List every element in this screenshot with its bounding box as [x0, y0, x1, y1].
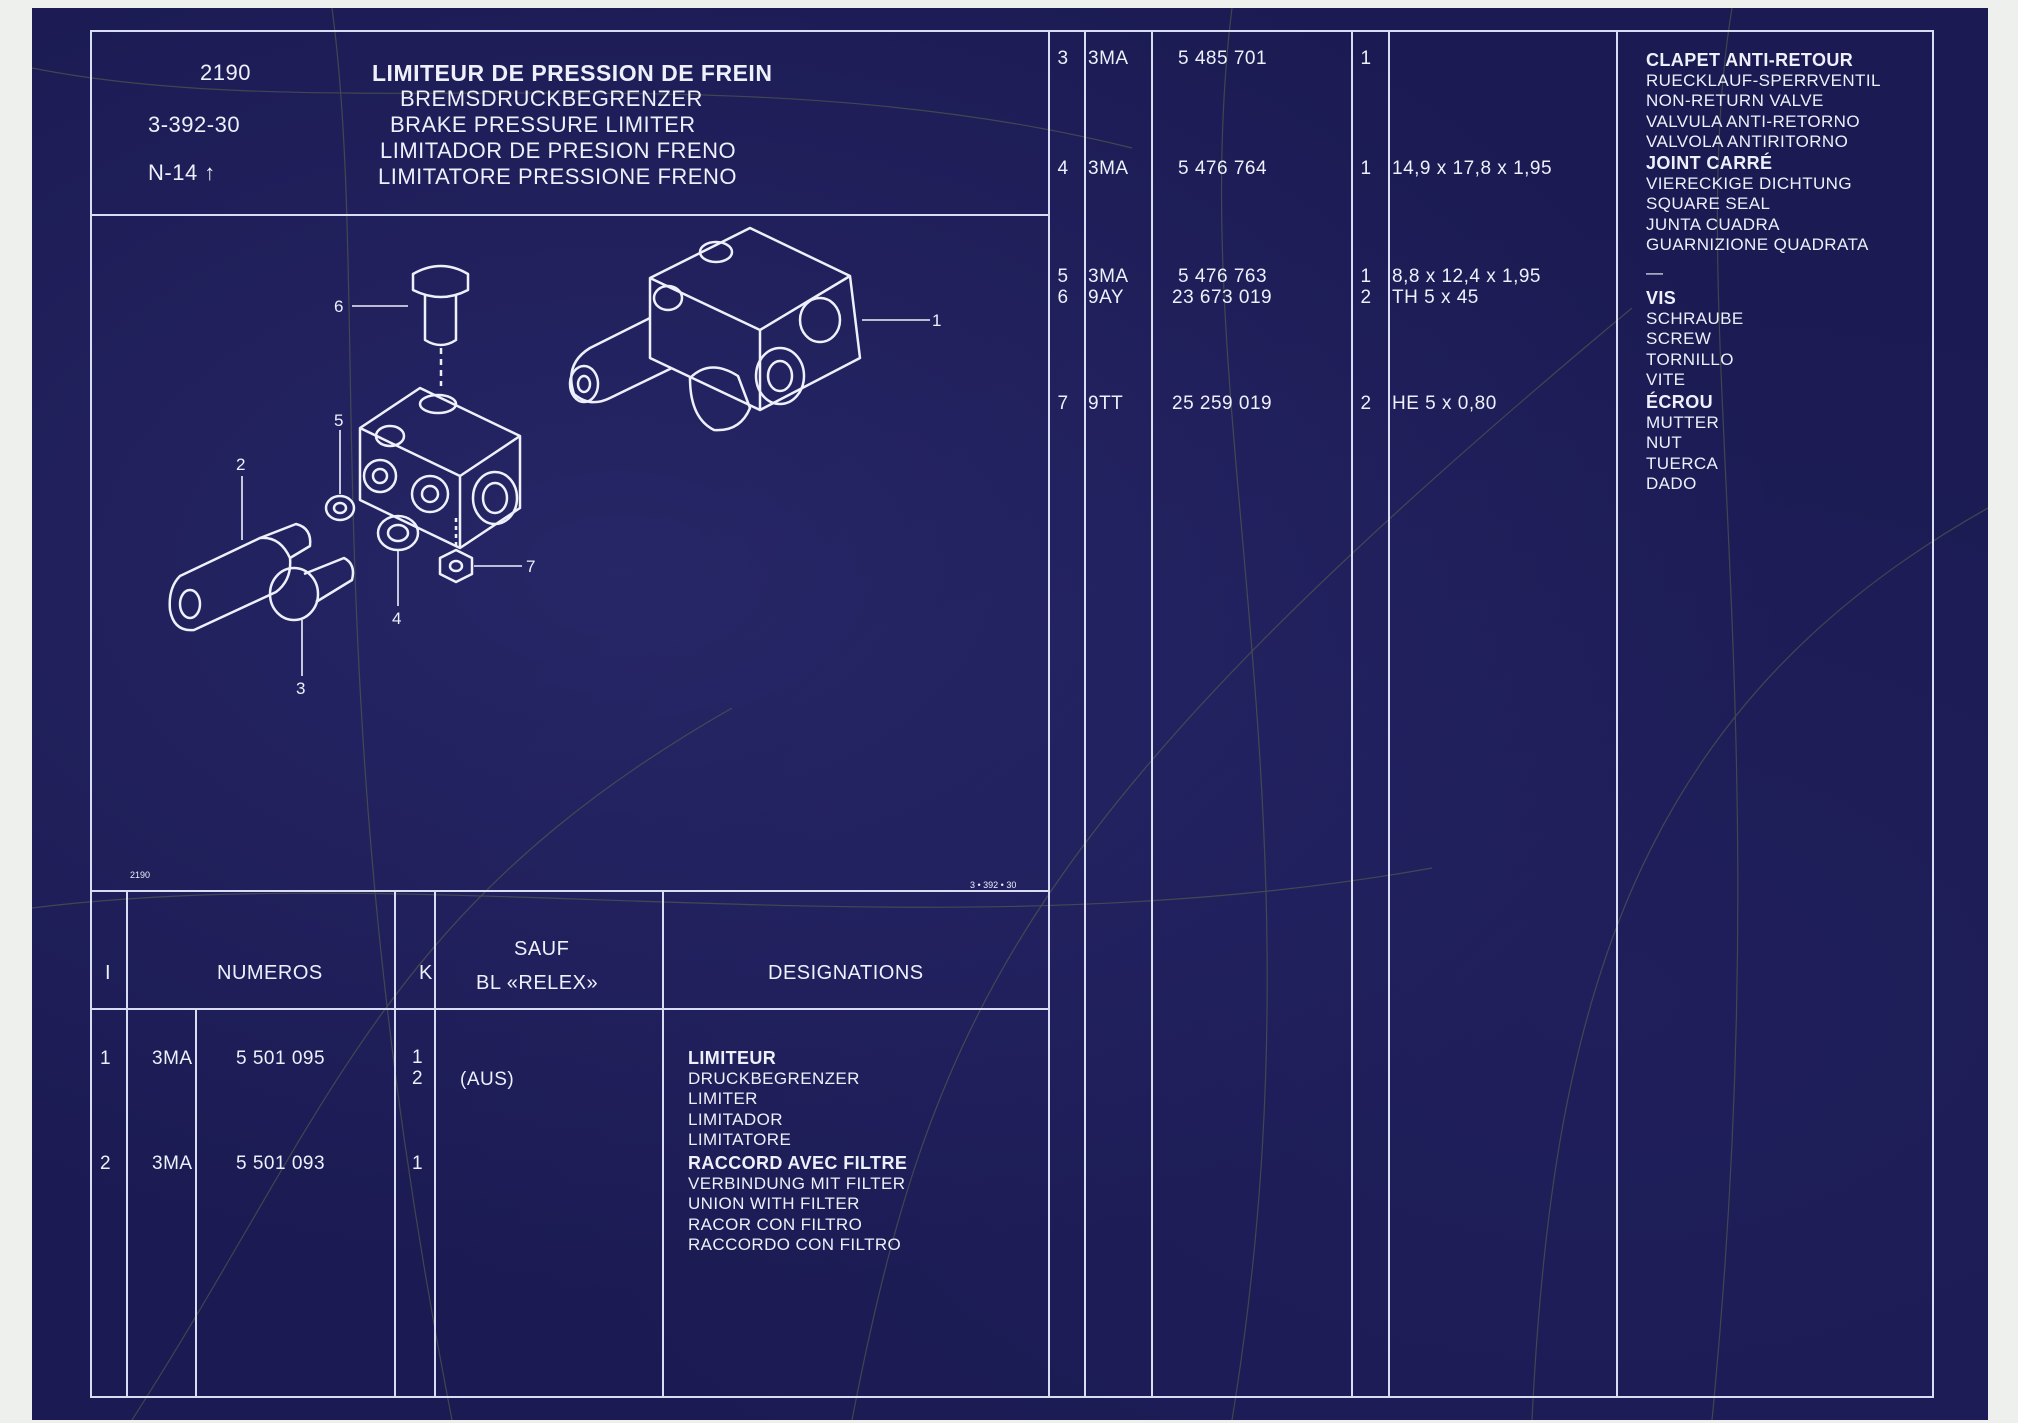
column-header-divider — [90, 1008, 1050, 1010]
row-prefix: 3MA — [1088, 158, 1129, 179]
callout-2: 2 — [236, 455, 245, 474]
callout-6: 6 — [334, 297, 343, 316]
row-number: 5 501 095 — [236, 1048, 326, 1069]
title-fr: LIMITEUR DE PRESSION DE FREIN — [372, 60, 773, 86]
row-prefix: 3MA — [1088, 48, 1129, 69]
row-k: 1 2 — [412, 1047, 424, 1089]
header-divider — [90, 214, 1050, 216]
col-header-k: K — [419, 962, 433, 984]
row-index: 5 — [1057, 266, 1069, 287]
row-sauf: 8,8 x 12,4 x 1,95 — [1392, 266, 1541, 287]
row-k: 1 — [1360, 48, 1372, 69]
row-k: 2 — [1360, 287, 1372, 308]
row-designation: JOINT CARRÉ VIERECKIGE DICHTUNG SQUARE S… — [1646, 153, 1869, 255]
row-k: 1 — [1360, 158, 1372, 179]
row-prefix: 9TT — [1088, 393, 1124, 414]
row-sauf: (AUS) — [460, 1069, 515, 1090]
title-it: LIMITATORE PRESSIONE FRENO — [378, 164, 737, 189]
col-rule-k — [434, 890, 436, 1398]
row-designation: LIMITEUR DRUCKBEGRENZER LIMITER LIMITADO… — [688, 1048, 860, 1150]
row-index: 3 — [1057, 48, 1069, 69]
row-designation: ÉCROU MUTTER NUT TUERCA DADO — [1646, 392, 1720, 494]
right-col-rule-i — [1084, 30, 1086, 1398]
table-frame — [90, 30, 1934, 1398]
row-sauf: HE 5 x 0,80 — [1392, 393, 1497, 414]
row-sauf: 14,9 x 17,8 x 1,95 — [1392, 158, 1553, 179]
callout-4: 4 — [392, 609, 401, 628]
callout-1: 1 — [932, 311, 941, 330]
assembled-limiter-part-1 — [568, 226, 930, 432]
nut-part-7 — [438, 518, 522, 584]
film-scratches — [32, 8, 1988, 1420]
row-prefix: 9AY — [1088, 287, 1125, 308]
row-designation: — — [1646, 263, 1664, 282]
row-index: 6 — [1057, 287, 1069, 308]
seal-part-4 — [376, 514, 420, 606]
row-prefix: 3MA — [152, 1048, 193, 1069]
header-ntype: N-14 ↑ — [148, 160, 216, 185]
row-k: 2 — [1360, 393, 1372, 414]
col-rule-prefix — [195, 1008, 197, 1398]
header-ref: 3-392-30 — [148, 112, 241, 137]
right-col-rule-numeros — [1351, 30, 1353, 1398]
col-header-relex: BL «RELEX» — [476, 972, 599, 994]
valve-part-3 — [268, 556, 355, 676]
row-prefix: 3MA — [152, 1153, 193, 1174]
union-part-2 — [168, 476, 312, 632]
col-header-sauf: SAUF — [514, 938, 570, 960]
row-number: 5 485 701 — [1178, 48, 1268, 69]
exploded-parts-drawing: 1 2 3 4 5 6 7 — [168, 226, 941, 698]
limiter-body — [358, 386, 522, 550]
row-sauf: TH 5 x 45 — [1392, 287, 1479, 308]
col-rule-sauf — [662, 890, 664, 1398]
blueprint-sheet: 2190 3-392-30 N-14 ↑ LIMITEUR DE PRESSIO… — [32, 8, 1988, 1420]
col-header-designations: DESIGNATIONS — [768, 962, 924, 984]
screw-part-6 — [352, 264, 470, 386]
row-index: 2 — [100, 1153, 112, 1174]
title-en: BRAKE PRESSURE LIMITER — [390, 112, 696, 137]
right-col-rule-k — [1388, 30, 1390, 1398]
col-header-numeros: NUMEROS — [217, 962, 323, 984]
right-col-rule-prefix — [1151, 30, 1153, 1398]
col-rule-numeros — [394, 890, 396, 1398]
row-number: 23 673 019 — [1172, 287, 1273, 308]
row-number: 5 476 763 — [1178, 266, 1268, 287]
drawing-divider — [90, 890, 1050, 892]
row-designation: RACCORD AVEC FILTRE VERBINDUNG MIT FILTE… — [688, 1153, 908, 1255]
callout-5: 5 — [334, 411, 343, 430]
col-header-i: I — [105, 962, 112, 984]
center-divider — [1048, 30, 1050, 1398]
col-rule-i — [126, 890, 128, 1398]
callout-7: 7 — [526, 557, 535, 576]
row-designation: VIS SCHRAUBE SCREW TORNILLO VITE — [1646, 288, 1744, 390]
row-index: 4 — [1057, 158, 1069, 179]
row-k: 1 — [412, 1153, 424, 1174]
right-col-rule-sauf — [1616, 30, 1618, 1398]
row-designation: CLAPET ANTI-RETOUR RUECKLAUF-SPERRVENTIL… — [1646, 50, 1881, 152]
row-k: 1 — [1360, 266, 1372, 287]
row-index: 7 — [1057, 393, 1069, 414]
header-code: 2190 — [200, 60, 251, 85]
callout-3: 3 — [296, 679, 305, 698]
row-number: 5 476 764 — [1178, 158, 1268, 179]
row-number: 5 501 093 — [236, 1153, 326, 1174]
drawing-footer-left: 2190 — [130, 870, 151, 880]
row-index: 1 — [100, 1048, 112, 1069]
row-prefix: 3MA — [1088, 266, 1129, 287]
row-number: 25 259 019 — [1172, 393, 1273, 414]
title-es: LIMITADOR DE PRESION FRENO — [380, 138, 737, 163]
title-de: BREMSDRUCKBEGRENZER — [400, 86, 703, 111]
washer-part-5 — [324, 430, 356, 522]
drawing-footer-right: 3 • 392 • 30 — [970, 880, 1017, 890]
